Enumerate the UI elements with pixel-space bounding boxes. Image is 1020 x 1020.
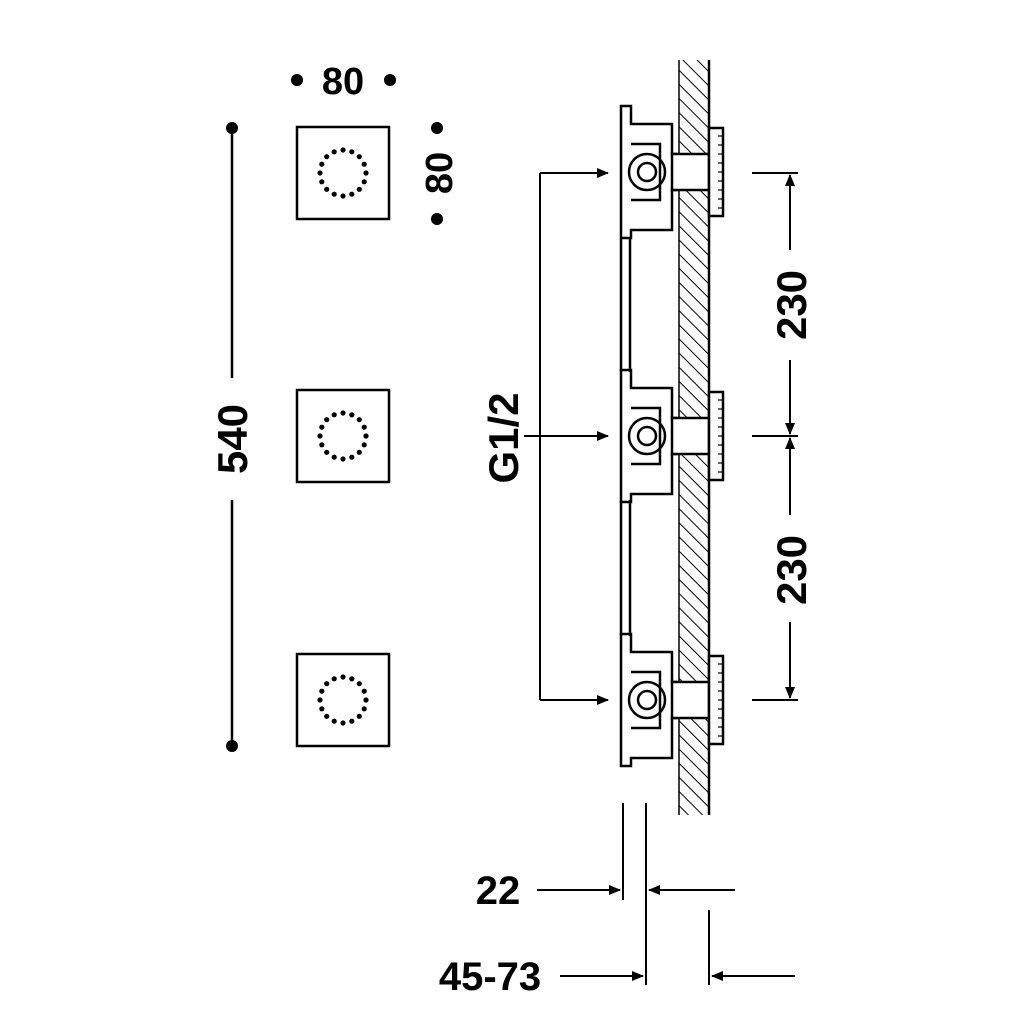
nozzle-dot bbox=[361, 688, 367, 694]
supply-pipe bbox=[619, 238, 632, 636]
nozzle-dot bbox=[356, 681, 362, 687]
nozzle-dot bbox=[356, 713, 362, 719]
width-dimension: 80 bbox=[291, 61, 396, 103]
side-body-middle bbox=[619, 368, 725, 504]
wall-depth-label: 45-73 bbox=[439, 955, 541, 999]
nozzle-dot bbox=[349, 191, 355, 197]
nozzle-dot bbox=[356, 417, 362, 423]
nozzle-dot bbox=[361, 179, 367, 185]
nozzle-dot bbox=[324, 154, 330, 160]
width-label: 80 bbox=[322, 61, 364, 103]
nozzle-dot bbox=[363, 170, 369, 176]
nozzle-dot bbox=[356, 154, 362, 160]
height-dimension: 80 bbox=[419, 122, 461, 225]
total-height-dimension: 540 bbox=[209, 122, 256, 752]
nozzle-dot bbox=[361, 706, 367, 712]
side-view bbox=[619, 60, 725, 815]
nozzle-dot bbox=[319, 706, 325, 712]
nozzle-dot bbox=[340, 410, 346, 416]
nozzle-dot bbox=[317, 433, 323, 439]
nozzle-dot bbox=[317, 697, 323, 703]
nozzle-dot bbox=[319, 161, 325, 167]
jet-body-bottom bbox=[295, 652, 391, 748]
nozzle-dot bbox=[361, 442, 367, 448]
nozzle-dot bbox=[356, 186, 362, 192]
nozzle-dot bbox=[340, 674, 346, 680]
nozzle-dot bbox=[361, 161, 367, 167]
nozzle-dot bbox=[324, 449, 330, 455]
nozzle-dot bbox=[331, 149, 337, 155]
spacing-bottom-label: 230 bbox=[768, 535, 815, 605]
nozzle-dot bbox=[349, 454, 355, 460]
nozzle-dot bbox=[340, 720, 346, 726]
spacing-top-label: 230 bbox=[768, 270, 815, 340]
total-height-label: 540 bbox=[209, 404, 256, 474]
nozzle-dot bbox=[319, 179, 325, 185]
nozzle-dot bbox=[349, 149, 355, 155]
height-label: 80 bbox=[419, 152, 461, 194]
nozzle-dot bbox=[349, 718, 355, 724]
side-body-top bbox=[619, 104, 725, 240]
nozzle-dot bbox=[340, 147, 346, 153]
nozzle-dot bbox=[319, 442, 325, 448]
jet-body-top bbox=[295, 125, 391, 221]
side-body-bottom bbox=[619, 632, 725, 768]
jet-body-middle bbox=[295, 388, 391, 484]
nozzle-dot bbox=[331, 191, 337, 197]
nozzle-dot bbox=[324, 681, 330, 687]
spacing-dimension: 230 230 bbox=[752, 172, 815, 701]
nozzle-dot bbox=[340, 193, 346, 199]
connection-label: G1/2 bbox=[480, 392, 527, 483]
nozzle-dot bbox=[331, 412, 337, 418]
plate-depth-label: 22 bbox=[476, 869, 521, 913]
nozzle-dot bbox=[319, 424, 325, 430]
nozzle-dot bbox=[319, 688, 325, 694]
nozzle-dot bbox=[331, 676, 337, 682]
nozzle-dot bbox=[363, 433, 369, 439]
nozzle-dot bbox=[349, 412, 355, 418]
nozzle-dot bbox=[349, 676, 355, 682]
nozzle-dot bbox=[331, 454, 337, 460]
nozzle-dot bbox=[317, 170, 323, 176]
nozzle-dot bbox=[361, 424, 367, 430]
depth-dimensions: 22 45-73 bbox=[439, 803, 795, 999]
nozzle-dot bbox=[363, 697, 369, 703]
connection-callout: G1/2 bbox=[478, 168, 609, 705]
front-view bbox=[295, 125, 391, 748]
nozzle-dot bbox=[324, 417, 330, 423]
nozzle-dot bbox=[324, 713, 330, 719]
nozzle-dot bbox=[340, 456, 346, 462]
nozzle-dot bbox=[331, 718, 337, 724]
nozzle-dot bbox=[324, 186, 330, 192]
nozzle-dot bbox=[356, 449, 362, 455]
